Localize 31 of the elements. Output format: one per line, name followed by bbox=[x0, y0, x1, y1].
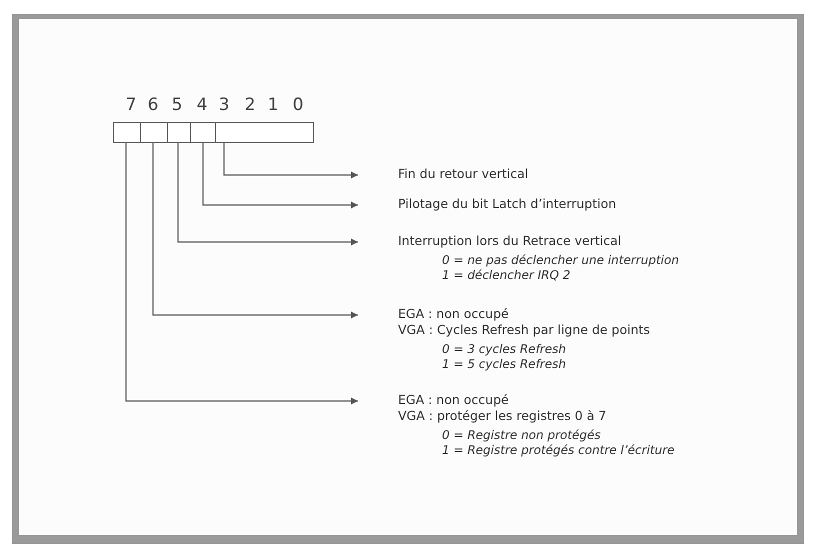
field-description: Interruption lors du Retrace vertical bbox=[398, 233, 622, 249]
bit-cell bbox=[167, 122, 191, 143]
bit-number: 5 bbox=[170, 95, 184, 115]
value-note: 1 = 5 cycles Refresh bbox=[441, 357, 567, 372]
bit-number: 1 bbox=[266, 95, 280, 115]
field-description: Pilotage du bit Latch d’interruption bbox=[398, 196, 616, 212]
bit-number: 6 bbox=[146, 95, 160, 115]
field-description: VGA : Cycles Refresh par ligne de points bbox=[398, 322, 650, 338]
value-note: 0 = ne pas déclencher une interruption bbox=[441, 253, 679, 268]
arrow bbox=[152, 143, 358, 318]
bit-number: 2 bbox=[244, 95, 256, 115]
field-description: VGA : protéger les registres 0 à 7 bbox=[398, 408, 608, 424]
bit-number: 7 bbox=[124, 95, 138, 115]
bit-cell bbox=[140, 122, 168, 143]
value-note: 1 = déclencher IRQ 2 bbox=[441, 268, 572, 283]
field-description: Fin du retour vertical bbox=[398, 166, 528, 182]
arrow bbox=[177, 143, 358, 246]
bit-cell bbox=[190, 122, 216, 143]
arrow bbox=[125, 143, 358, 404]
arrow bbox=[223, 143, 358, 178]
value-note: 1 = Registre protégés contre l’écriture bbox=[441, 443, 675, 458]
bit-field-cell bbox=[215, 122, 314, 143]
bit-number: 0 bbox=[292, 95, 304, 115]
field-description: EGA : non occupé bbox=[398, 392, 510, 408]
bit-number: 4 bbox=[196, 95, 208, 115]
bit-cell bbox=[113, 122, 141, 143]
value-note: 0 = Registre non protégés bbox=[441, 428, 602, 443]
value-note: 0 = 3 cycles Refresh bbox=[441, 342, 567, 357]
field-description: EGA : non occupé bbox=[398, 306, 510, 322]
bit-number: 3 bbox=[218, 95, 230, 115]
arrow bbox=[202, 143, 358, 208]
